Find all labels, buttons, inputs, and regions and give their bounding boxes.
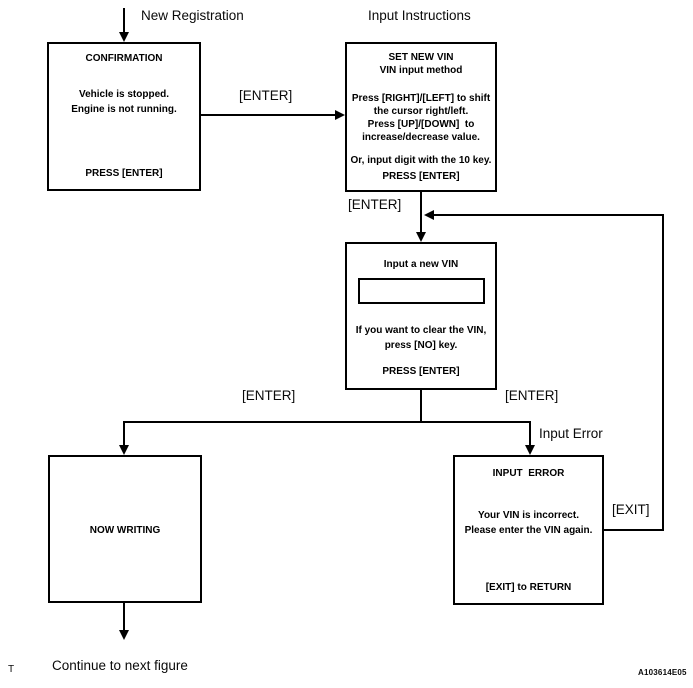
corner-mark: T <box>8 664 15 675</box>
arrowhead-entry-down-icon <box>119 32 129 42</box>
input-error-title: INPUT ERROR <box>492 468 565 479</box>
confirmation-box: CONFIRMATION Vehicle is stopped. Engine … <box>47 42 201 191</box>
connector-exit-horizontal <box>604 529 664 531</box>
input-vin-box: Input a new VIN If you want to clear the… <box>345 242 497 390</box>
set-new-vin-subtitle: VIN input method <box>379 65 463 76</box>
set-new-vin-line: increase/decrease value. <box>362 132 480 143</box>
figure-id: A103614E05 <box>638 668 687 677</box>
connector-entry-line <box>123 8 125 34</box>
now-writing-box: NOW WRITING <box>48 455 202 603</box>
connector-feedback-vertical <box>662 214 664 531</box>
set-new-vin-footer: PRESS [ENTER] <box>382 171 460 182</box>
arrowhead-down-icon <box>119 445 129 455</box>
input-vin-footer: PRESS [ENTER] <box>382 366 460 377</box>
connector-branch-horizontal <box>123 421 531 423</box>
connector-left-branch <box>123 421 125 446</box>
confirmation-line: Vehicle is stopped. <box>78 89 170 100</box>
input-vin-line: press [NO] key. <box>384 340 458 351</box>
set-new-vin-line: the cursor right/left. <box>373 106 469 117</box>
input-vin-line: If you want to clear the VIN, <box>355 325 487 336</box>
confirmation-footer: PRESS [ENTER] <box>85 168 163 179</box>
arrowhead-down-icon <box>525 445 535 455</box>
enter-label-4: [ENTER] <box>505 388 559 403</box>
arrowhead-down-icon <box>119 630 129 640</box>
confirmation-line: Engine is not running. <box>71 104 177 115</box>
connector-setvin-down <box>420 192 422 233</box>
exit-label: [EXIT] <box>612 502 650 517</box>
arrowhead-right-icon <box>335 110 345 120</box>
set-new-vin-note: Or, input digit with the 10 key. <box>350 155 492 166</box>
set-new-vin-line: Press [RIGHT]/[LEFT] to shift <box>351 93 491 104</box>
set-new-vin-line: Press [UP]/[DOWN] to <box>367 119 475 130</box>
input-vin-title: Input a new VIN <box>383 259 459 270</box>
input-error-box: INPUT ERROR Your VIN is incorrect. Pleas… <box>453 455 604 605</box>
connector-feedback-horizontal <box>433 214 664 216</box>
enter-label-3: [ENTER] <box>242 388 296 403</box>
set-new-vin-box: SET NEW VIN VIN input method Press [RIGH… <box>345 42 497 192</box>
input-error-line: Your VIN is incorrect. <box>478 510 579 521</box>
arrowhead-down-icon <box>416 232 426 242</box>
connector-inputvin-down <box>420 390 422 423</box>
connector-confirmation-to-setvin <box>201 114 337 116</box>
continue-next-figure-label: Continue to next figure <box>52 658 188 673</box>
arrowhead-left-icon <box>424 210 434 220</box>
vin-input-field <box>358 278 485 304</box>
now-writing-title: NOW WRITING <box>89 525 161 536</box>
new-registration-label: New Registration <box>141 8 244 23</box>
set-new-vin-title: SET NEW VIN <box>388 52 454 63</box>
input-instructions-label: Input Instructions <box>368 8 471 23</box>
confirmation-title: CONFIRMATION <box>85 53 163 64</box>
input-error-footer: [EXIT] to RETURN <box>485 582 572 593</box>
enter-label-1: [ENTER] <box>239 88 293 103</box>
enter-label-2: [ENTER] <box>348 197 402 212</box>
input-error-branch-label: Input Error <box>539 426 603 441</box>
input-error-line: Please enter the VIN again. <box>464 525 593 536</box>
connector-nowwriting-out <box>123 603 125 631</box>
connector-right-branch <box>529 421 531 446</box>
